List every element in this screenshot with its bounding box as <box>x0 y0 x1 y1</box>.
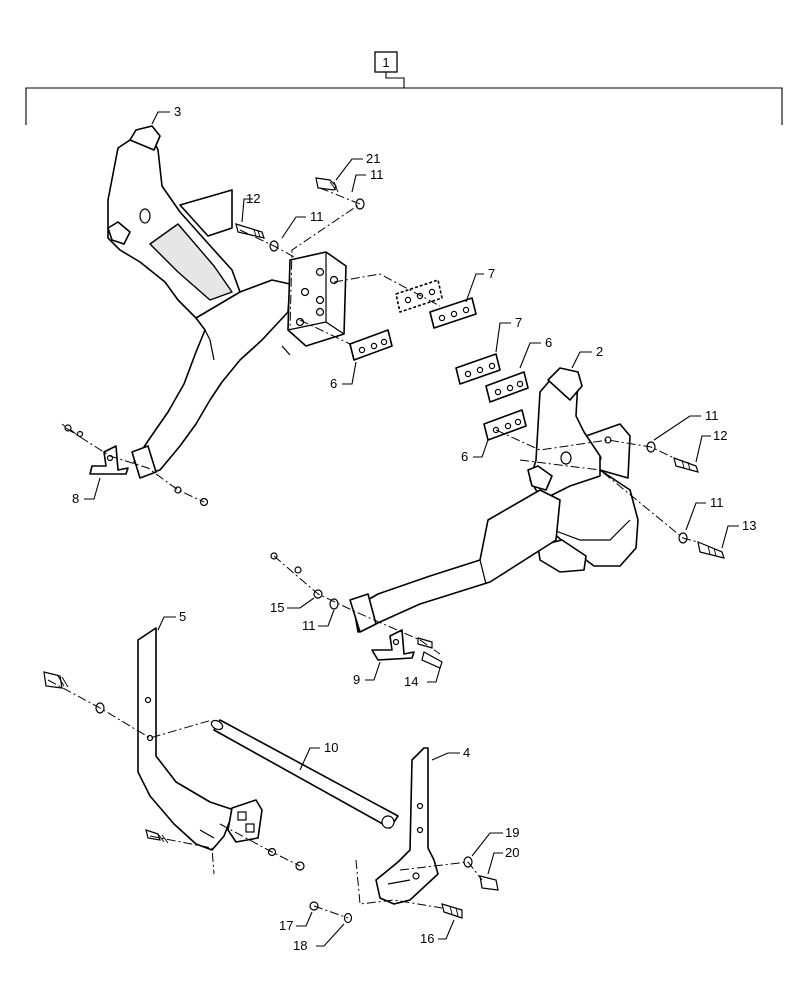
callout-12-right: 12 <box>713 428 727 443</box>
callout-5: 5 <box>179 609 186 624</box>
callout-21: 21 <box>366 151 380 166</box>
callout-11-right: 11 <box>705 408 719 423</box>
callout-8: 8 <box>72 491 79 506</box>
callout-9: 9 <box>353 672 360 687</box>
callout-7-right: 7 <box>515 315 522 330</box>
callout-6-lower: 6 <box>461 449 468 464</box>
callout-11-mid: 11 <box>310 209 324 224</box>
clamp-plates <box>349 279 529 441</box>
callout-15: 15 <box>270 600 284 615</box>
part-2-right-mount <box>349 367 639 633</box>
callout-17: 17 <box>279 918 293 933</box>
callout-11-upper: 11 <box>370 167 384 182</box>
centerlines <box>47 187 699 919</box>
part-8-bracket <box>89 445 129 475</box>
callout-14: 14 <box>404 674 418 689</box>
part-3-left-mount <box>107 125 347 479</box>
assembly-bracket: 1 <box>25 51 783 125</box>
part-9-bracket <box>371 629 415 661</box>
callout-6-right: 6 <box>545 335 552 350</box>
part-10-shaft <box>210 719 399 829</box>
callout-20: 20 <box>505 845 519 860</box>
part-4-right-support <box>375 747 439 905</box>
callout-7-upper: 7 <box>488 266 495 281</box>
callout-4: 4 <box>463 745 470 760</box>
callout-3: 3 <box>174 104 181 119</box>
callout-leaders <box>84 111 739 947</box>
callout-11-right-lower: 11 <box>710 495 724 510</box>
callout-16: 16 <box>420 931 434 946</box>
callout-13: 13 <box>742 518 756 533</box>
callout-2: 2 <box>596 344 603 359</box>
callout-18: 18 <box>293 938 307 953</box>
callout-11-lower: 11 <box>302 618 316 633</box>
assembly-label: 1 <box>382 55 389 70</box>
callout-6-left: 6 <box>330 376 337 391</box>
callout-12-upper: 12 <box>246 191 260 206</box>
callout-10: 10 <box>324 740 338 755</box>
part-5-left-support <box>137 627 263 851</box>
callout-19: 19 <box>505 825 519 840</box>
callouts: 3 2 4 5 6 6 6 7 7 8 9 10 11 11 11 11 11 … <box>72 104 756 953</box>
